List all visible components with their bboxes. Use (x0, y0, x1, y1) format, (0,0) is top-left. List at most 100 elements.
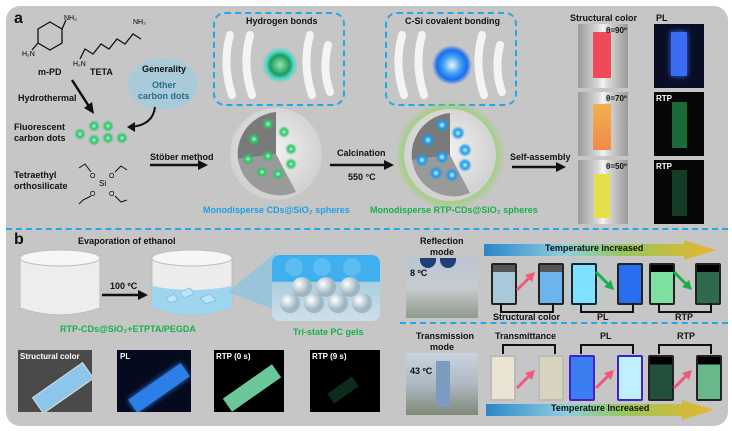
evaporation-label: Evaporation of ethanol (78, 236, 176, 246)
refl-group-sc: Structural color (493, 312, 561, 322)
teos-line1: Tetraethyl (14, 170, 57, 180)
rtp-0s-slide-photo (214, 350, 284, 412)
photo-label-pl: PL (120, 352, 131, 361)
trans-group-transmittance: Transmittance (495, 331, 557, 341)
carbon-dots (74, 120, 128, 146)
svg-text:Si: Si (99, 179, 106, 188)
rtp-9s-slide-photo (310, 350, 380, 412)
stober-label: Stöber method (150, 152, 214, 162)
pl-photo (654, 24, 704, 88)
trans-group-pl: PL (600, 331, 612, 341)
hydrogen-bonds-label: Hydrogen bonds (246, 16, 318, 26)
structural-color-header: Structural color (570, 13, 638, 23)
trans-vial-pl-1 (569, 355, 595, 401)
evaporation-temp: 100 ºC (110, 281, 138, 291)
trans-vial-rtp-2 (696, 355, 722, 401)
teos-structure: Si O O O O (78, 163, 128, 205)
refl-vial-sc-1 (491, 263, 517, 305)
self-assembly-label: Self-assembly (510, 152, 571, 162)
svg-text:O: O (90, 191, 96, 198)
pc-gel-spheres (280, 258, 372, 313)
trans-bracket-pl (580, 344, 634, 354)
evaporation-arrow (102, 290, 148, 300)
reflection-temperature-arrow (484, 240, 716, 260)
trans-vial-t-2 (538, 355, 564, 401)
trans-bracket-rtp (658, 344, 712, 354)
rtp-photo-1-label: RTP (656, 94, 672, 103)
reflection-temp: 8 ºC (410, 268, 428, 278)
refl-arrow-rtp (672, 270, 692, 290)
sphere1-label: Monodisperse CDs@SiO₂ spheres (203, 205, 350, 215)
hydrothermal-arrow (70, 79, 94, 114)
structural-photo-90 (578, 24, 628, 88)
beaker-filled (151, 249, 233, 316)
svg-text:O: O (109, 173, 115, 180)
trans-bracket-transmittance (502, 344, 556, 354)
transmission-arrow-label: Temperature Increased (551, 403, 650, 413)
generality-bubble (128, 58, 198, 110)
angle-90: θ=90º (606, 26, 627, 35)
refl-vial-rtp-1 (649, 263, 675, 305)
transmission-temperature-arrow (486, 400, 714, 420)
mixture-label: RTP-CDs@SiO₂+ETPTA/PEGDA (60, 324, 196, 334)
structural-photo-70 (578, 92, 628, 156)
zoom-cone (228, 252, 276, 310)
generality-sub1: Other (152, 80, 177, 90)
calcination-temp: 550 °C (348, 172, 376, 182)
generality-title: Generality (142, 64, 187, 74)
panel-a-letter: a (14, 10, 23, 27)
reflection-line1: Reflection (420, 236, 464, 246)
angle-70: θ=70º (606, 94, 627, 103)
trans-arrow-t (515, 370, 535, 390)
pl-slide-photo (117, 350, 191, 412)
transmission-line1: Transmission (416, 331, 475, 341)
structural-color-slide-photo (18, 350, 92, 412)
trans-group-rtp: RTP (677, 331, 695, 341)
generality-sub2: carbon dots (138, 91, 190, 101)
svg-text:H₂N: H₂N (22, 51, 35, 58)
mpd-structure: NH₂ H₂N (22, 15, 77, 58)
refl-bracket-pl (580, 303, 634, 313)
photo-label-rtp0: RTP (0 s) (216, 352, 251, 361)
refl-group-pl: PL (597, 312, 609, 322)
transmission-temp: 43 ºC (410, 366, 433, 376)
calcination-label: Calcination (337, 148, 386, 158)
svg-text:NH₂: NH₂ (133, 19, 146, 26)
rtp-photo-2-label: RTP (656, 162, 672, 171)
transmission-line2: mode (430, 342, 455, 352)
rtp-photo-1 (654, 92, 704, 156)
refl-arrow-pl (594, 270, 614, 290)
refl-vial-pl-2 (617, 263, 643, 305)
rtp-photo-2 (654, 160, 704, 224)
trans-vial-rtp-1 (648, 355, 674, 401)
stober-arrow (150, 160, 208, 170)
svg-text:O: O (109, 191, 115, 198)
svg-text:O: O (90, 173, 96, 180)
silica-chains-2 (394, 31, 506, 99)
generality-arrow (127, 106, 156, 132)
structural-photo-50 (578, 160, 628, 224)
calcination-arrow (330, 160, 394, 170)
svg-text:NH₂: NH₂ (64, 15, 77, 22)
silica-chains-1 (222, 31, 334, 99)
refl-bracket-rtp (658, 303, 712, 313)
teta-label: TETA (90, 67, 113, 77)
self-assembly-arrow (512, 162, 566, 172)
refl-group-rtp: RTP (675, 312, 693, 322)
teos-line2: orthosilicate (14, 181, 68, 191)
reflection-line2: mode (430, 247, 455, 257)
trans-vial-pl-2 (617, 355, 643, 401)
mode-divider (400, 322, 728, 324)
sphere2-label: Monodisperse RTP-CDs@SiO₂ spheres (370, 205, 538, 215)
sphere-rtp-cds-sio2 (395, 100, 505, 210)
photo-label-structural: Structural color (20, 352, 80, 361)
transmission-building-photo (406, 353, 478, 415)
reflection-arrow-label: Temperature increased (545, 243, 644, 253)
reflection-building-photo (406, 258, 478, 318)
trans-arrow-rtp (672, 370, 692, 390)
photo-label-rtp9: RTP (9 s) (312, 352, 347, 361)
panel-b-letter: b (14, 231, 24, 248)
mpd-label: m-PD (38, 67, 62, 77)
svg-text:H₂N: H₂N (73, 61, 86, 68)
trans-vial-t-1 (490, 355, 516, 401)
